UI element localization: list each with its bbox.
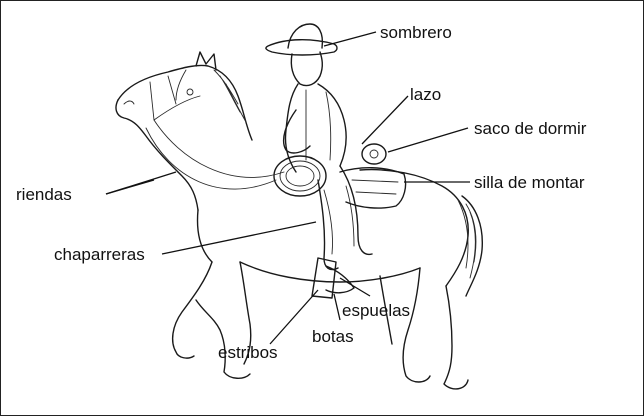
leader-lazo (361, 95, 409, 145)
label-riendas: riendas (16, 185, 72, 204)
label-saco-de-dormir: saco de dormir (474, 119, 587, 138)
leader-estribos (269, 289, 319, 345)
leader-riendas-2 (105, 179, 155, 195)
label-chaparreras: chaparreras (54, 245, 145, 264)
label-lazo: lazo (410, 85, 441, 104)
label-silla-de-montar: silla de montar (474, 173, 585, 192)
labels: sombrero lazo saco de dormir silla de mo… (16, 23, 587, 362)
label-espuelas: espuelas (342, 301, 410, 320)
label-botas: botas (312, 327, 354, 346)
rider-illustration (145, 23, 407, 299)
leader-espuelas (339, 277, 371, 297)
leader-saco (387, 127, 469, 153)
label-estribos: estribos (218, 343, 278, 362)
leader-botas (333, 293, 341, 321)
leader-sombrero (323, 31, 377, 47)
leader-chaparreras (161, 221, 317, 255)
leader-lines (105, 31, 470, 345)
label-sombrero: sombrero (380, 23, 452, 42)
